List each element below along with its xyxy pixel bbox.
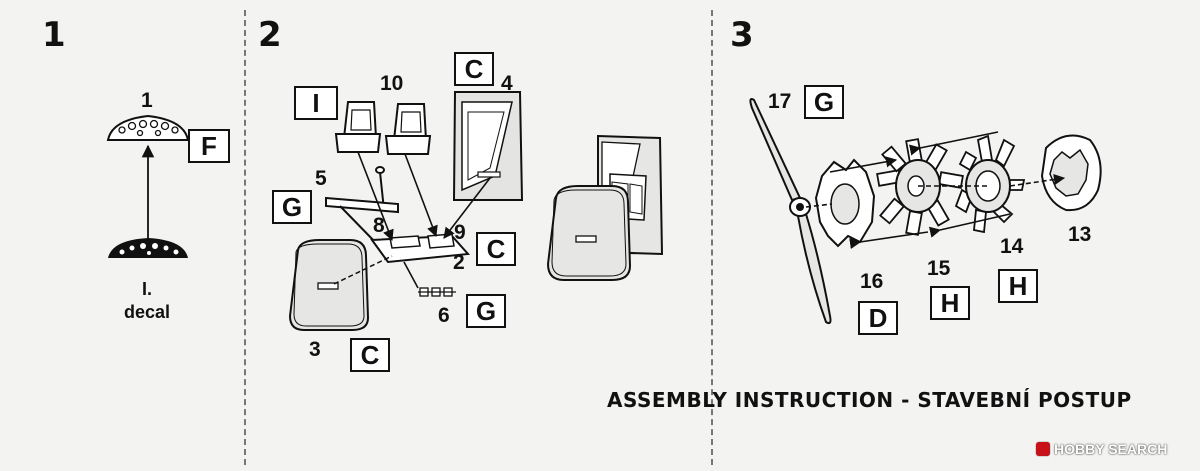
part-number-16: 16 [860, 270, 884, 293]
part-number-2: 2 [453, 251, 465, 274]
instrument-decal [108, 238, 188, 258]
propeller-part [749, 98, 832, 325]
part-number-6: 6 [438, 304, 450, 327]
part-code-box-c-top: C [454, 52, 494, 86]
cowl-ring-part [814, 158, 876, 248]
part-number-1: 1 [141, 89, 153, 112]
assembled-cockpit [546, 134, 664, 281]
part-number-3: 3 [309, 338, 321, 361]
part-code-box-c-right: C [476, 232, 516, 266]
part-code-box-g-left: G [272, 190, 312, 224]
part-code-box-d: D [858, 301, 898, 335]
part-code-box-c-bottom: C [350, 338, 390, 372]
radial-engine-part [876, 138, 964, 236]
control-stick-part [325, 166, 399, 246]
watermark-text: HOBBY SEARCH [1054, 441, 1168, 457]
bulkhead-dashed-line [333, 255, 393, 285]
hobby-search-logo-icon [1036, 442, 1050, 456]
small-part-6 [418, 287, 456, 297]
part-number-10: 10 [380, 72, 404, 95]
part-code-box-i: I [294, 86, 338, 120]
assembly-title: ASSEMBLY INSTRUCTION - STAVEBNÍ POSTUP [607, 388, 1132, 412]
step2-arrows [357, 151, 491, 289]
instrument-panel-part [106, 114, 190, 141]
step3-arrows [805, 131, 1066, 250]
side-panel-part [452, 91, 524, 201]
part-code-box-f: F [188, 129, 230, 163]
part-code-box-h-left: H [930, 286, 970, 320]
part-number-14: 14 [1000, 235, 1024, 258]
part-code-box-g-bottom: G [466, 294, 506, 328]
part-number-15: 15 [927, 257, 951, 280]
part-code-box-g: G [804, 85, 844, 119]
divider-right [711, 10, 713, 465]
seat-left [334, 101, 382, 153]
decal-word: decal [123, 301, 171, 322]
part-number-13: 13 [1068, 223, 1092, 246]
part-number-5: 5 [315, 167, 327, 190]
cowl-front-part [1040, 134, 1102, 212]
part-number-8: 8 [373, 214, 385, 237]
part-number-4: 4 [501, 72, 513, 95]
seat-right [384, 103, 432, 155]
step-number-2: 2 [258, 15, 283, 55]
decal-number: I. [141, 279, 152, 299]
watermark: HOBBY SEARCH [1036, 441, 1167, 457]
divider-left [244, 10, 246, 465]
part-number-17: 17 [768, 90, 792, 113]
floor-part [370, 233, 471, 264]
engine-mount-part [954, 134, 1026, 234]
step-number-3: 3 [730, 15, 755, 55]
step-number-1: 1 [42, 15, 67, 55]
decal-label: I. decal [112, 278, 182, 323]
part-code-box-h-right: H [998, 269, 1038, 303]
bulkhead-part [288, 239, 370, 331]
part-number-9: 9 [454, 221, 466, 244]
